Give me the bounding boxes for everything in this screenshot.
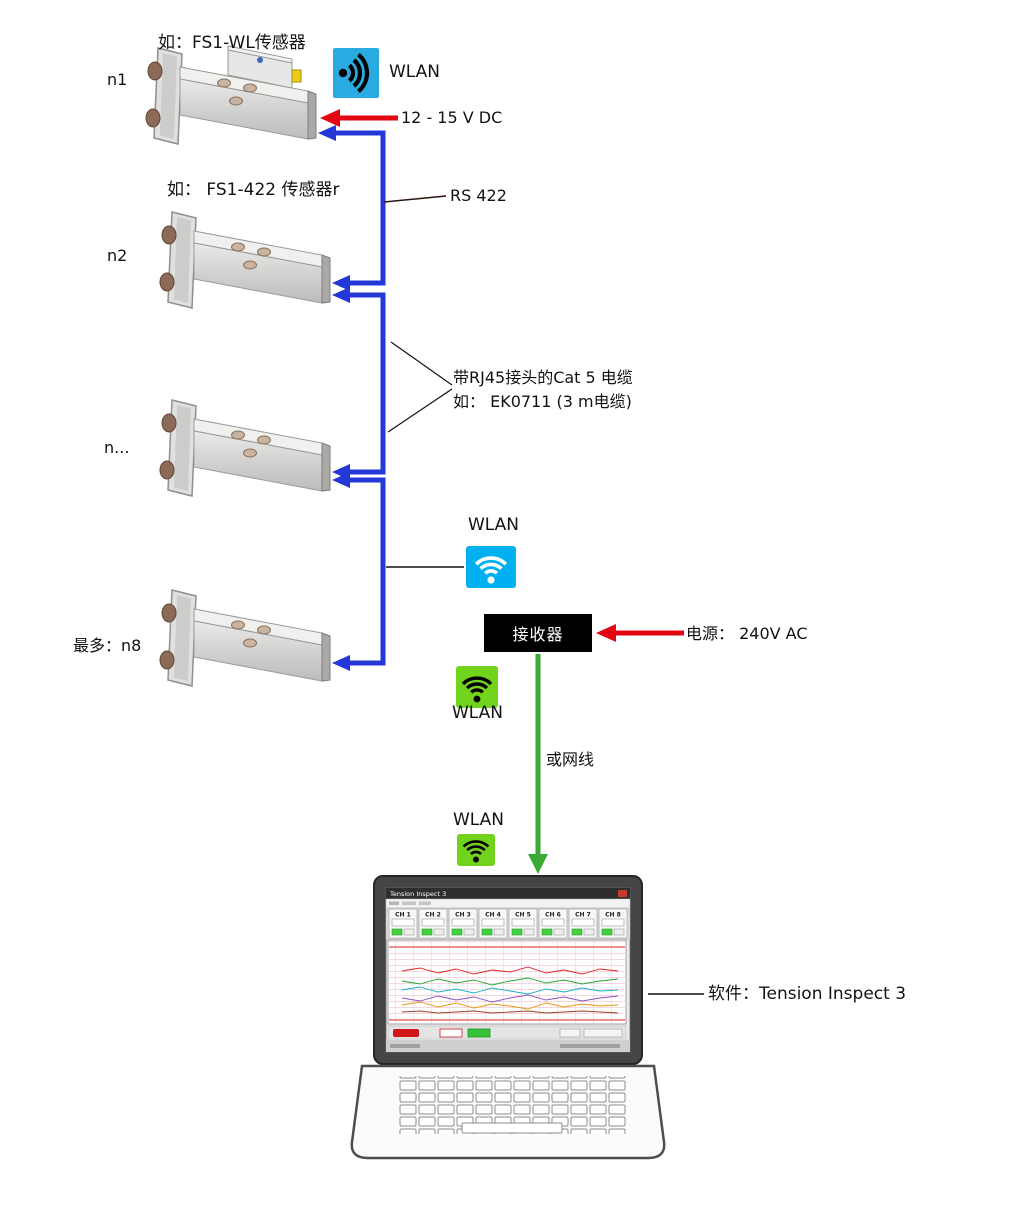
ethernet-arrow	[528, 654, 548, 874]
channel-panel: CH 8	[598, 908, 628, 939]
wlan-icon-mid	[466, 546, 516, 588]
software-label: 软件：Tension Inspect 3	[708, 984, 907, 1004]
rs422-label: RS 422	[450, 186, 507, 205]
wlan-module-side-face	[227, 49, 293, 89]
laptop-keyboard	[398, 1076, 626, 1122]
svg-text:CH 3: CH 3	[455, 912, 471, 919]
cable-sensor2-sensor3	[332, 287, 386, 480]
wlan-laptop-label: WLAN	[453, 810, 505, 830]
cat5-label-line2: 如： EK0711 (3 m电缆)	[453, 392, 632, 411]
series-violet	[401, 994, 619, 1003]
arrowhead	[596, 624, 616, 642]
wlan-icon-top	[333, 48, 379, 98]
ac-power-label: 电源： 240V AC	[686, 624, 808, 643]
chart-area	[387, 939, 627, 1025]
cat5-leader-line-upper	[390, 341, 453, 386]
channel-panel: CH 7	[568, 908, 598, 939]
wlan-icon-laptop	[457, 834, 495, 866]
sensor-4-graphic	[159, 589, 331, 687]
module-led	[257, 57, 263, 63]
or-cable-label: 或网线	[546, 750, 595, 769]
series-orange	[401, 1001, 619, 1010]
cable-arrowhead	[332, 275, 350, 291]
series-cyan	[401, 986, 619, 995]
app-bottom-controls	[386, 1025, 630, 1052]
cable-arrowhead	[332, 655, 350, 671]
laptop-spacebar	[461, 1122, 563, 1134]
svg-text:CH 6: CH 6	[545, 912, 561, 919]
svg-text:CH 7: CH 7	[575, 912, 591, 919]
sensor3-n-label: n...	[104, 438, 130, 457]
wlan-receiver-label: WLAN	[452, 703, 504, 723]
app-title-text: Tension Inspect 3	[389, 890, 446, 898]
record-button	[439, 1028, 463, 1038]
svg-text:CH 4: CH 4	[485, 912, 501, 919]
channel-panel: CH 2	[418, 908, 448, 939]
cable-arrowhead	[332, 472, 350, 488]
series-brown	[401, 1010, 619, 1014]
series-green	[401, 977, 619, 986]
antenna-nub	[291, 69, 302, 83]
laptop-graphic: Tension Inspect 3 CH 1 CH 2	[350, 875, 666, 1160]
app-window: Tension Inspect 3 CH 1 CH 2	[385, 887, 631, 1053]
svg-text:CH 1: CH 1	[395, 912, 411, 919]
receiver-box: 接收器	[484, 614, 592, 652]
cat5-label-line1: 带RJ45接头的Cat 5 电缆	[453, 368, 633, 387]
series-red	[401, 966, 619, 975]
sensor1-n-label: n1	[107, 70, 128, 89]
cable-arrowhead	[332, 287, 350, 303]
start-button	[467, 1028, 491, 1038]
receiver-label: 接收器	[512, 625, 564, 644]
rs422-leader-line	[383, 195, 447, 203]
cable-sensor1-sensor2	[318, 125, 386, 291]
app-title-bar	[386, 888, 630, 899]
cable-arrowhead	[318, 125, 336, 141]
svg-text:CH 2: CH 2	[425, 912, 441, 919]
dc-power-label: 12 - 15 V DC	[401, 108, 503, 127]
cat5-leader-line-lower	[387, 388, 453, 433]
wlan-top-label: WLAN	[389, 62, 441, 82]
channel-panel: CH 5	[508, 908, 538, 939]
cable-sensor3-sensor4	[332, 472, 386, 671]
status-bar	[386, 1040, 630, 1052]
sensor-3-graphic	[159, 399, 331, 497]
channel-panel: CH 6	[538, 908, 568, 939]
channel-panel: CH 4	[478, 908, 508, 939]
channel-panel: CH 3	[448, 908, 478, 939]
close-icon	[618, 890, 627, 897]
stop-button	[393, 1029, 419, 1037]
ac-power-arrow	[596, 624, 684, 642]
wlan-mid-label: WLAN	[468, 515, 520, 535]
sensor2-n-label: n2	[107, 246, 128, 265]
dc-power-arrow	[320, 109, 398, 127]
arrowhead	[528, 854, 548, 874]
svg-text:CH 8: CH 8	[605, 912, 621, 919]
sensor1-caption: 如：FS1-WL传感器	[158, 33, 306, 53]
wlan-icon-receiver	[456, 666, 498, 708]
sensor-2-graphic	[159, 211, 331, 309]
arrowhead	[320, 109, 340, 127]
sensor-1-graphic	[145, 45, 317, 145]
sensor4-n-label: 最多：n8	[73, 636, 142, 655]
sensor2-caption: 如： FS1-422 传感器r	[167, 180, 340, 200]
channel-panel: CH 1	[388, 908, 418, 939]
svg-text:CH 5: CH 5	[515, 912, 531, 919]
